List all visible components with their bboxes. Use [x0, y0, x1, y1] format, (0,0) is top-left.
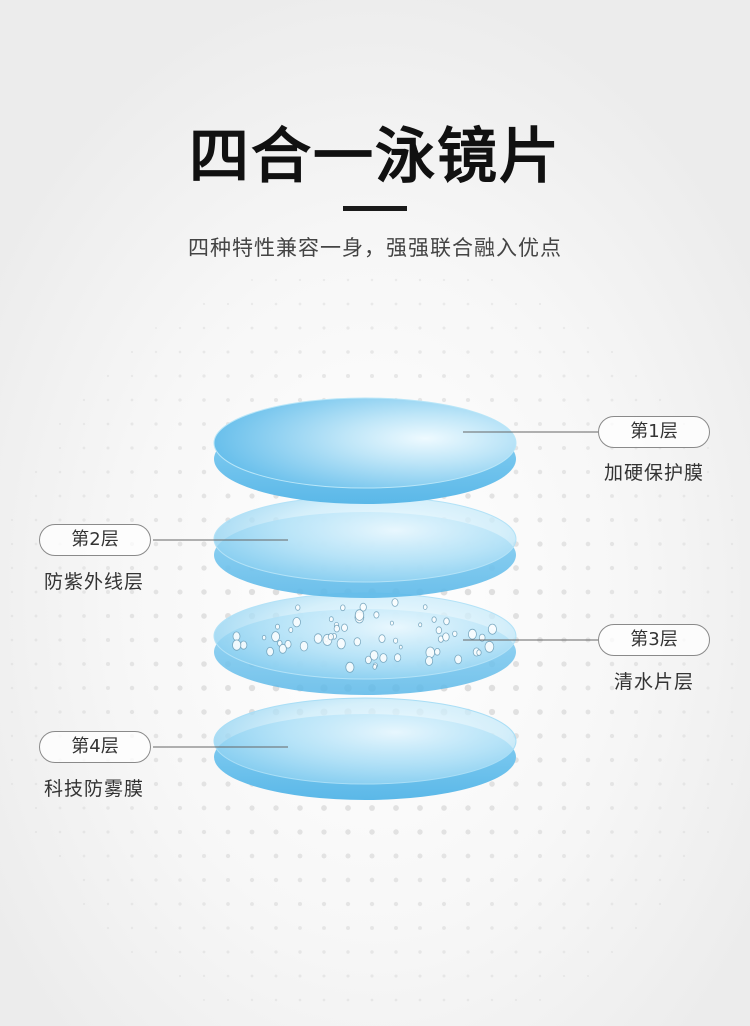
water-drop	[487, 623, 497, 635]
layer-1-caption: 加硬保护膜	[604, 462, 705, 484]
page-title: 四合一泳镜片	[189, 122, 561, 192]
water-drop	[292, 617, 301, 628]
water-drop	[232, 639, 242, 651]
lens-layer-1	[213, 397, 517, 504]
water-drop	[467, 628, 477, 640]
water-drop	[372, 664, 378, 670]
water-drop	[328, 616, 334, 623]
water-drop	[327, 633, 334, 641]
water-drop	[434, 647, 441, 656]
water-drop	[232, 631, 241, 642]
water-drop	[379, 653, 388, 663]
water-drop	[431, 616, 437, 623]
water-drop	[295, 604, 301, 611]
lens-layer-2	[213, 495, 517, 598]
water-drop	[435, 626, 443, 635]
water-drop	[369, 650, 379, 661]
layer-2-badge: 第2层	[39, 524, 151, 556]
water-drop	[278, 643, 287, 654]
water-drop	[313, 633, 323, 644]
water-drop	[275, 623, 280, 630]
water-drop	[364, 655, 372, 665]
water-drop	[354, 609, 365, 621]
water-drop	[261, 634, 267, 641]
water-drop	[484, 640, 495, 653]
water-drop	[333, 624, 340, 633]
layer-3-badge: 第3层	[598, 624, 710, 656]
water-drop	[389, 620, 394, 626]
water-drop	[345, 661, 355, 673]
water-droplets	[232, 598, 497, 673]
water-drop	[393, 637, 399, 644]
water-drop	[476, 649, 482, 656]
water-drop	[393, 653, 402, 662]
water-drop	[266, 646, 274, 657]
water-drop	[271, 631, 281, 642]
water-drop	[353, 637, 361, 647]
water-drop	[299, 641, 309, 652]
layer-3-caption: 清水片层	[614, 671, 695, 693]
water-drop	[288, 627, 294, 633]
lens-layer-3	[213, 592, 517, 695]
layer-4-badge: 第4层	[39, 731, 151, 763]
water-drop	[442, 632, 450, 642]
page-subtitle: 四种特性兼容一身，强强联合融入优点	[188, 236, 562, 260]
layer-4-caption: 科技防雾膜	[44, 778, 145, 800]
water-drop	[425, 656, 434, 666]
layer-2-caption: 防紫外线层	[44, 571, 145, 593]
title-underline	[343, 206, 407, 211]
water-drop	[340, 604, 346, 612]
water-drop	[418, 622, 423, 628]
water-drop	[359, 602, 367, 612]
water-drop	[452, 630, 458, 637]
water-drop	[284, 639, 292, 649]
lens-layer-4	[213, 697, 517, 800]
water-drop	[422, 604, 428, 610]
water-drop	[454, 654, 463, 665]
water-drop	[373, 611, 380, 619]
water-drop	[443, 617, 450, 626]
water-drop	[336, 638, 346, 650]
water-drop	[341, 623, 348, 632]
water-drop	[398, 644, 403, 650]
layer-1-badge: 第1层	[598, 416, 710, 448]
water-drop	[391, 598, 399, 607]
water-drop	[378, 634, 386, 643]
